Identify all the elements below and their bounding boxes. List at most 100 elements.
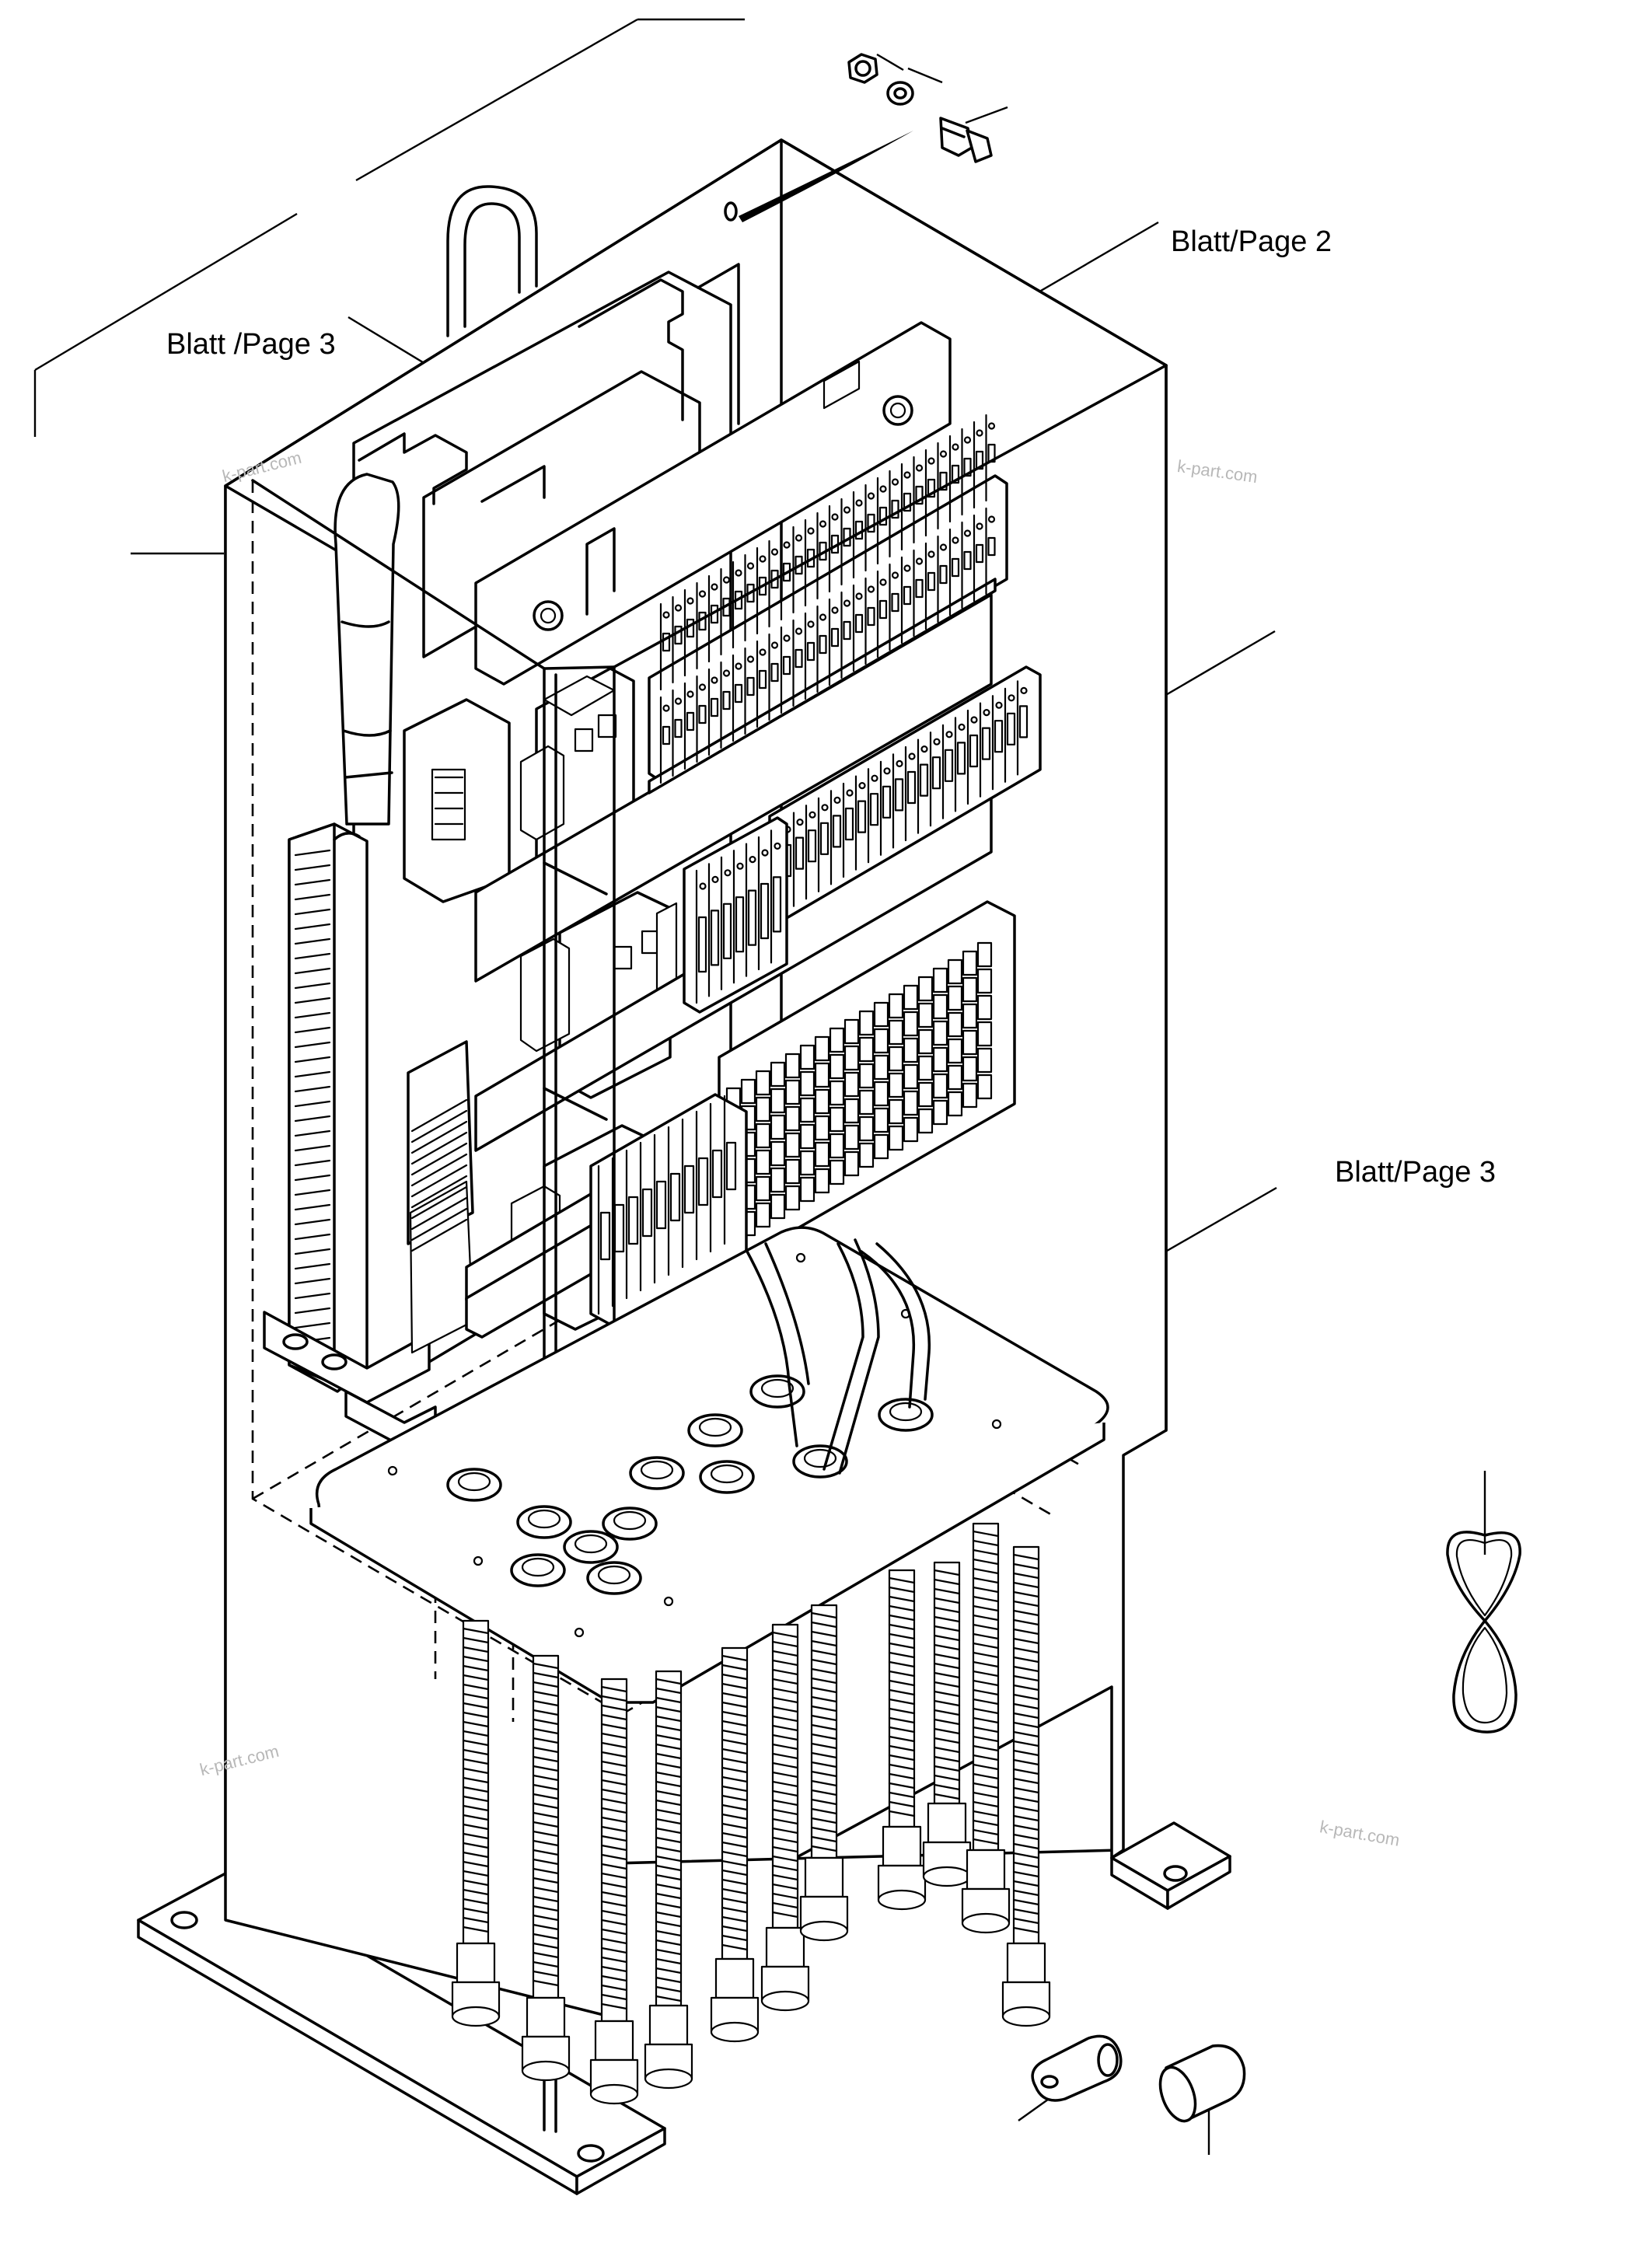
conduit-ring (532, 1755, 560, 1763)
conduit-ring (972, 1660, 1000, 1668)
conduit-hose (721, 1646, 749, 1960)
conduit-ring (655, 1761, 683, 1769)
conduit-ring (933, 1634, 961, 1642)
conduit-ring (655, 1836, 683, 1844)
terminal-marker (770, 662, 779, 683)
conduit-ring (655, 1696, 683, 1704)
stack-rib (410, 1207, 468, 1241)
conduit-ring (721, 1673, 749, 1681)
conduit-ring (933, 1765, 961, 1772)
conduit-end (877, 1889, 927, 1911)
conduit-ring (532, 1877, 560, 1884)
conduit-ring (933, 1727, 961, 1735)
terminal-marker (903, 492, 912, 512)
conduit-ring (532, 1811, 560, 1819)
terminal-cell (784, 1185, 801, 1211)
terminal-screw (995, 701, 1003, 709)
terminal-cell (888, 1046, 904, 1072)
conduit-ring (600, 1685, 628, 1693)
conduit-ring (933, 1783, 961, 1791)
terminal-cell (829, 1027, 845, 1053)
terminal-marker (662, 725, 671, 745)
terminal-marker (599, 1211, 611, 1261)
conduit-ring (771, 1752, 799, 1760)
terminal-marker (927, 571, 936, 592)
duct-slot (294, 864, 331, 871)
stack-rib (410, 1131, 468, 1165)
duct-slot (294, 923, 331, 930)
conduit-ring (771, 1827, 799, 1835)
conduit-ring (933, 1653, 961, 1660)
conduit-ring (933, 1569, 961, 1576)
conduit-ring (462, 1842, 490, 1849)
conduit-ring (1012, 1740, 1040, 1747)
terminal-cell (962, 976, 978, 1003)
conduit-ring (532, 1802, 560, 1810)
conduit-ring (721, 1934, 749, 1942)
conduit-fitting (594, 2020, 634, 2062)
terminal-screw (770, 548, 779, 556)
terminal-marker (807, 829, 817, 863)
conduit-ring (532, 1737, 560, 1744)
wire-end-sleeve (1158, 2044, 1246, 2123)
conduit-ring (972, 1679, 1000, 1687)
conduit-ring (721, 1803, 749, 1811)
terminal-cell (917, 1028, 934, 1055)
terminal-cell (755, 1202, 771, 1228)
terminal-marker (854, 520, 864, 540)
conduit-ring (721, 1710, 749, 1718)
label-page-3-right: Blatt/Page 3 (1335, 1156, 1497, 1189)
terminal-screw (976, 429, 983, 437)
conduit-ring (771, 1715, 799, 1723)
terminal-cell (814, 1141, 830, 1168)
conduit-ring (655, 1873, 683, 1881)
conduit-ring (462, 1730, 490, 1737)
conduit-ring (972, 1539, 1000, 1547)
terminal-screw (774, 842, 781, 850)
conduit-ring (462, 1692, 490, 1700)
terminal-marker (867, 606, 875, 627)
conduit-ring (600, 1732, 628, 1740)
conduit-ring (771, 1817, 799, 1825)
conduit-ring (810, 1779, 838, 1787)
conduit-ring (600, 1919, 628, 1926)
terminal-screw (843, 599, 851, 607)
terminal-cell (917, 1002, 934, 1028)
conduit-ring (655, 1976, 683, 1984)
duct-slot (294, 1056, 331, 1063)
conduit-ring (1012, 1852, 1040, 1859)
conduit-ring (1012, 1870, 1040, 1878)
terminal-screw (939, 543, 948, 551)
conduit-ring (972, 1614, 1000, 1622)
conduit-ring (933, 1718, 961, 1726)
terminal-marker (819, 822, 829, 855)
terminal-screw (908, 752, 916, 760)
conduit-ring (972, 1595, 1000, 1603)
terminal-marker (725, 1141, 737, 1191)
terminal-cell (784, 1053, 801, 1079)
conduit-ring (600, 1751, 628, 1758)
conduit-ring (600, 1779, 628, 1786)
terminal-screw (933, 738, 941, 745)
small-terminal-blocks (695, 829, 782, 1004)
conduit-ring (888, 1716, 916, 1724)
conduit-ring (1012, 1749, 1040, 1757)
conduit-ring (888, 1763, 916, 1771)
conduit-ring (655, 1771, 683, 1779)
conduit-ring (933, 1699, 961, 1707)
terminal-marker (857, 800, 867, 833)
small-terminal-group (683, 816, 788, 1014)
terminal-marker (969, 734, 979, 768)
conduit-ring (600, 2002, 628, 2010)
terminal-marker (697, 916, 707, 973)
terminal-cell (947, 1091, 963, 1117)
conduit-ring (972, 1651, 1000, 1659)
terminal-screw (722, 669, 731, 677)
conduit-ring (721, 1822, 749, 1830)
conduit-ring (1012, 1861, 1040, 1869)
conduit-ring (933, 1597, 961, 1604)
terminal-cell (932, 1046, 948, 1073)
duct-slot (294, 1085, 331, 1093)
